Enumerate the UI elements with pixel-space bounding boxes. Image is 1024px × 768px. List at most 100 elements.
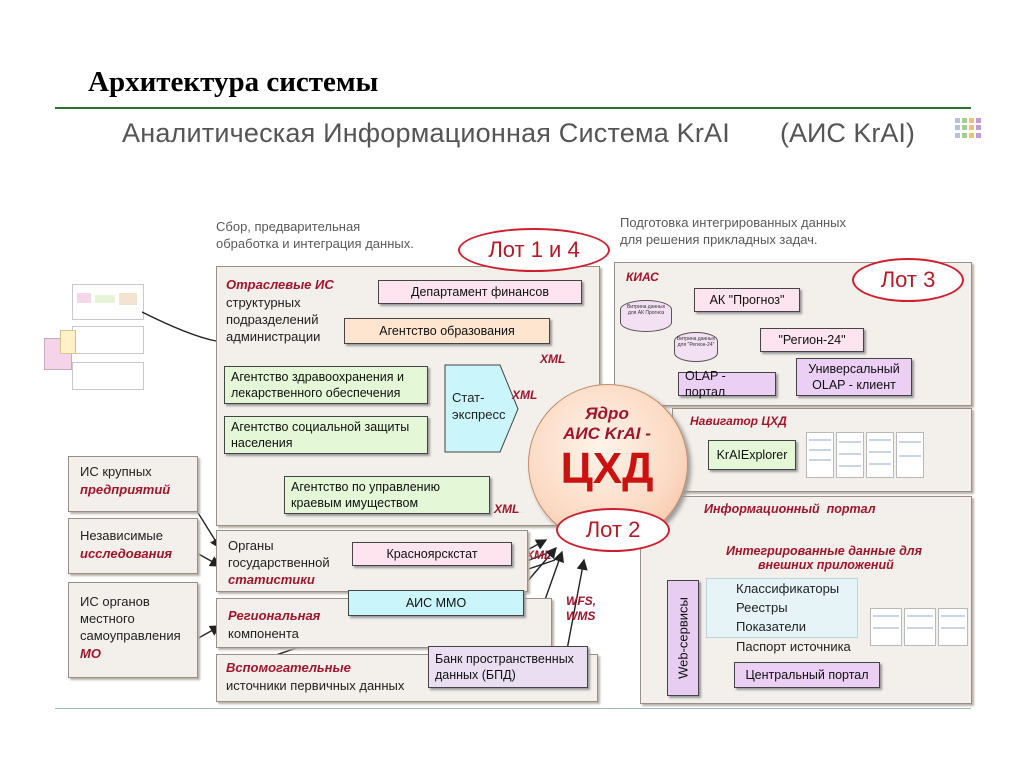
krasnoyarskstat-label: Красноярскстат <box>386 547 478 561</box>
education-agency-box: Агентство образования <box>344 318 550 344</box>
core-label-2: АИС KrAI - <box>563 424 651 443</box>
lot-3-label: Лот 3 <box>880 267 936 292</box>
xml-label-3: XML <box>494 502 520 516</box>
left-header-line-1: Сбор, предварительная <box>216 219 361 234</box>
lot-3-oval: Лот 3 <box>852 258 964 302</box>
left-header-line-2: обработка и интеграция данных. <box>216 236 414 251</box>
sectoral-is-sub-3: администрации <box>226 329 321 344</box>
independent-research-label-2: исследования <box>80 546 173 561</box>
navigator-screenshot-1 <box>806 432 834 478</box>
portal-item-indicators: Показатели <box>736 619 806 634</box>
region24-box: "Регион-24" <box>760 328 864 352</box>
spatial-data-bank-label-2: данных (БПД) <box>435 668 516 682</box>
health-agency-label-2: лекарственного обеспечения <box>231 386 401 400</box>
overview-thumbnail-3 <box>72 362 144 390</box>
regional-component-sub: компонента <box>228 626 299 641</box>
diagram-subtitle-abbr: (АИС KrAI) <box>780 118 915 148</box>
bottom-rule <box>55 708 971 709</box>
slide-title: Архитектура системы <box>88 66 379 98</box>
wfs-label: WFS, <box>566 594 596 608</box>
portal-screenshot-1 <box>870 608 902 646</box>
kraiexplorer-box: KrAIExplorer <box>708 440 796 470</box>
datamart-region24-icon: Витрина данных для "Регион-24" <box>674 332 718 362</box>
xml-label-4: XML <box>526 548 552 562</box>
olap-client-label-1: Универсальный <box>808 362 900 376</box>
web-services-bar: Web-сервисы <box>667 580 699 696</box>
core-storage-circle <box>528 384 688 544</box>
overview-thumbnail-5 <box>60 330 76 354</box>
xml-label-1: XML <box>540 352 566 366</box>
overview-thumbnail-1 <box>72 284 144 320</box>
grid-dots-icon <box>955 118 981 138</box>
region24-label: "Регион-24" <box>778 333 846 347</box>
integrated-data-label-2: внешних приложений <box>758 558 894 572</box>
state-statistics-label-1: Органы <box>228 538 274 553</box>
core-label-3: ЦХД <box>560 444 654 493</box>
diagram-subtitle: Аналитическая Информационная Система KrA… <box>122 118 730 148</box>
olap-portal-box: OLAP - портал <box>678 369 776 399</box>
property-agency-box: Агентство по управлению краевым имуществ… <box>284 476 490 514</box>
title-rule <box>55 107 971 109</box>
finance-department-label: Департамент финансов <box>410 285 549 299</box>
web-services-label: Web-сервисы <box>675 597 691 679</box>
health-agency-box: Агентство здравоохранения и лекарственно… <box>224 366 428 404</box>
datamart-prognoz-icon: Витрина данных для АК Прогноз <box>620 300 672 332</box>
portal-item-classifiers: Классификаторы <box>736 581 840 596</box>
ak-prognoz-label: АК "Прогноз" <box>709 293 785 307</box>
large-enterprises-box <box>68 456 198 512</box>
navigator-screenshot-2 <box>836 432 864 478</box>
state-statistics-label-2: государственной <box>228 555 330 570</box>
large-enterprises-label-2: предприятий <box>80 482 171 497</box>
ais-mmo-box: АИС ММО <box>348 590 524 616</box>
central-portal-box: Центральный портал <box>734 662 880 688</box>
navigator-screenshot-3 <box>866 432 894 478</box>
finance-department-box: Департамент финансов <box>378 280 582 304</box>
sectoral-is-sub-1: структурных <box>226 295 301 310</box>
wms-label: WMS <box>566 609 596 623</box>
social-agency-box: Агентство социальной защиты населения <box>224 416 428 454</box>
datamart-region24-label-2: для "Регион-24" <box>677 342 715 348</box>
large-enterprises-label-1: ИС крупных <box>80 464 152 479</box>
overview-thumbnail-2 <box>72 326 144 354</box>
right-header-line-1: Подготовка интегрированных данных <box>620 215 847 230</box>
central-portal-label: Центральный портал <box>745 668 869 682</box>
property-agency-label-2: краевым имуществом <box>291 496 419 510</box>
integrated-data-label-1: Интегрированные данные для <box>726 544 922 558</box>
ak-prognoz-box: АК "Прогноз" <box>694 288 800 312</box>
regional-component-title: Региональная <box>228 608 321 623</box>
auxiliary-sources-title: Вспомогательные <box>226 660 351 675</box>
lot-1-4-oval: Лот 1 и 4 <box>458 228 610 272</box>
olap-client-label-2: OLAP - клиент <box>812 378 896 392</box>
stat-express-shape <box>444 364 519 453</box>
ais-mmo-label: АИС ММО <box>405 596 467 610</box>
integrated-data-area <box>706 578 858 638</box>
sectoral-is-sub-2: подразделений <box>226 312 319 327</box>
local-government-label-4: МО <box>80 646 101 661</box>
spatial-data-bank-box: Банк пространственных данных (БПД) <box>428 646 588 688</box>
navigator-title: Навигатор ЦХД <box>690 414 787 428</box>
navigator-screenshot-4 <box>896 432 924 478</box>
kias-title: КИАС <box>626 270 659 284</box>
spatial-data-bank-label-1: Банк пространственных <box>435 652 574 666</box>
stat-express-label-1: Стат- <box>452 390 485 405</box>
local-government-box <box>68 582 198 678</box>
datamart-prognoz-label-1: Витрина данных <box>626 304 666 310</box>
lot-2-label: Лот 2 <box>585 517 641 542</box>
datamart-prognoz-label-2: для АК Прогноз <box>627 310 665 316</box>
kraiexplorer-label: KrAIExplorer <box>716 448 788 462</box>
independent-research-box <box>68 518 198 574</box>
right-header-line-2: для решения прикладных задач. <box>620 232 818 247</box>
info-portal-title: Информационный портал <box>704 502 876 516</box>
local-government-label-3: самоуправления <box>80 628 181 643</box>
state-statistics-label-3: статистики <box>228 572 315 587</box>
auxiliary-sources-sub: источники первичных данных <box>226 678 405 693</box>
xml-label-2: XML <box>512 388 538 402</box>
education-agency-label: Агентство образования <box>379 324 515 338</box>
olap-client-box: Универсальный OLAP - клиент <box>796 358 912 396</box>
sectoral-is-title: Отраслевые ИС <box>226 277 334 292</box>
source-passport-label: Паспорт источника <box>736 639 851 654</box>
stat-express-label-2: экспресс <box>452 407 506 422</box>
krasnoyarskstat-box: Красноярскстат <box>352 542 512 566</box>
social-agency-label-1: Агентство социальной защиты <box>231 420 410 434</box>
local-government-label-2: местного <box>80 611 135 626</box>
